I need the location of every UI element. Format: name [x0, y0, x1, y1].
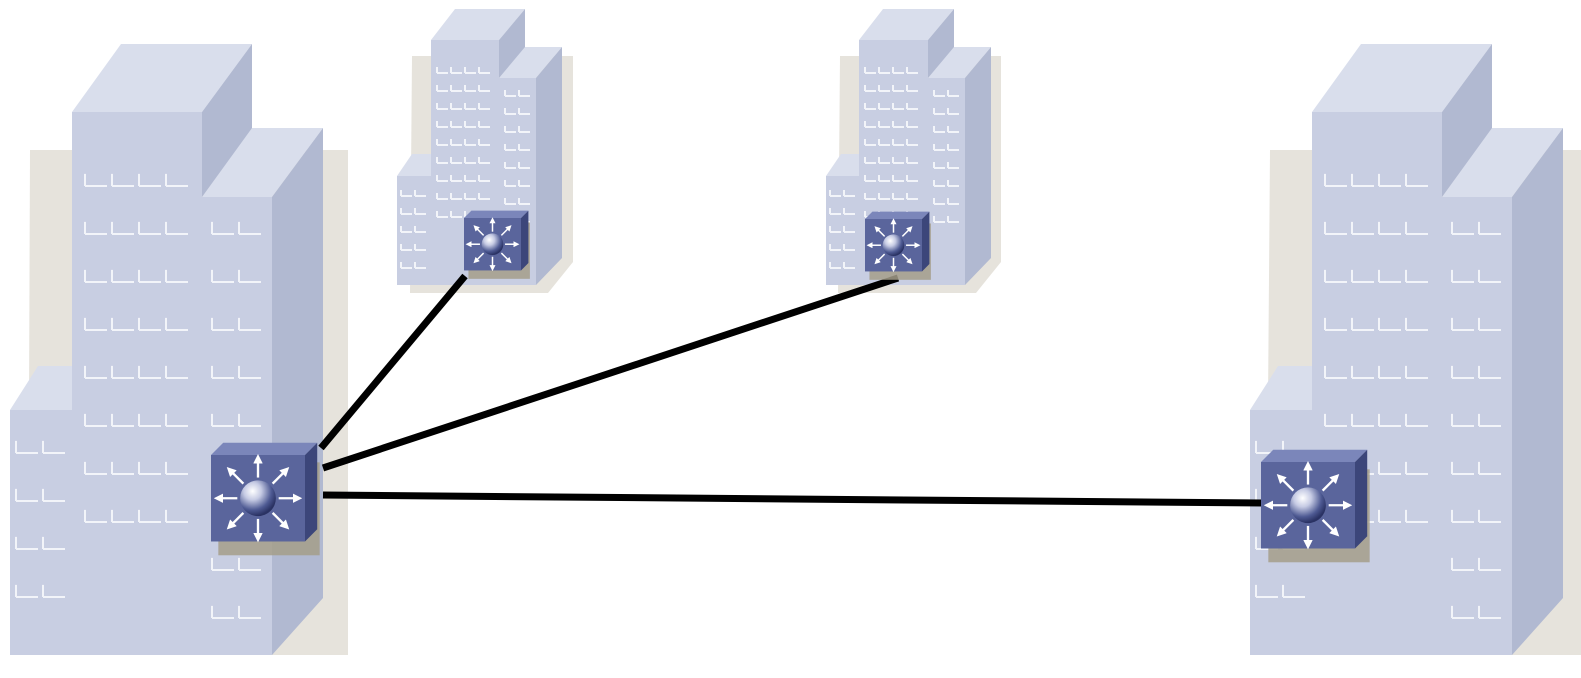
building-windows [829, 66, 959, 269]
link-core-left-to-branch-1[interactable] [318, 273, 468, 451]
layer3-switch-icon[interactable] [211, 442, 320, 556]
building-windows [1255, 173, 1501, 619]
building-windows [15, 173, 261, 619]
building-windows [400, 66, 530, 269]
link-core-left-to-branch-2[interactable] [321, 274, 900, 472]
layer3-switch-icon[interactable] [1261, 449, 1370, 563]
building-left-large [10, 44, 348, 655]
link-core-left-to-core-right[interactable] [322, 491, 1264, 507]
layer3-switch-icon[interactable] [464, 210, 530, 279]
links [318, 273, 1264, 507]
building-right-large [1250, 44, 1581, 655]
layer3-switch-icon[interactable] [865, 211, 931, 280]
